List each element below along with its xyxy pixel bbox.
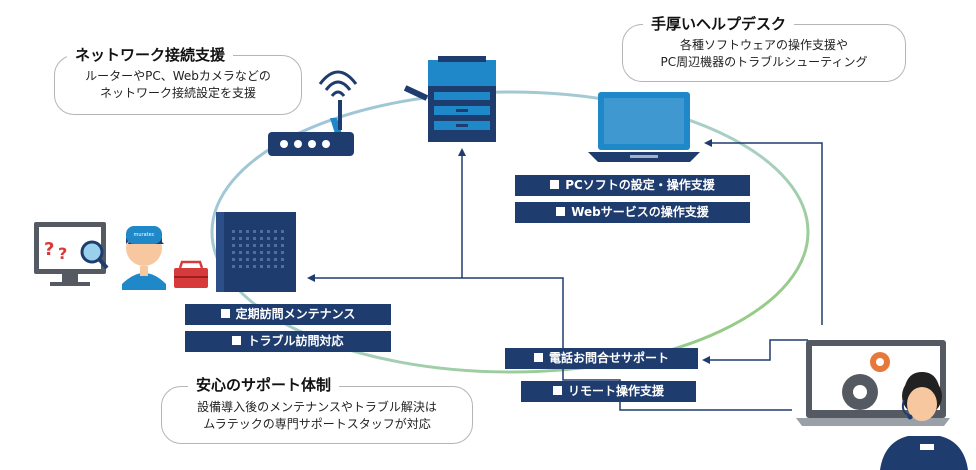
- server-vent: [253, 258, 256, 261]
- server-vent: [281, 258, 284, 261]
- server-vent: [239, 244, 242, 247]
- square-bullet-icon: [533, 353, 543, 362]
- server-vent: [239, 258, 242, 261]
- network-support-box: ルーターやPC、Webカメラなどの ネットワーク接続設定を支援: [54, 55, 302, 115]
- server-vent: [260, 244, 263, 247]
- server-vent: [253, 230, 256, 233]
- helpdesk-line1: 各種ソフトウェアの操作支援や: [679, 38, 848, 52]
- server-vent: [274, 244, 277, 247]
- server-vent: [281, 237, 284, 240]
- server-icon: [216, 212, 296, 292]
- server-vent: [246, 265, 249, 268]
- server-vent: [246, 230, 249, 233]
- server-vent: [267, 230, 270, 233]
- cap-logo-text: muratec: [134, 232, 155, 238]
- tag-pc-software: PCソフトの設定・操作支援: [515, 175, 750, 196]
- tag-remote-support: リモート操作支援: [521, 381, 696, 402]
- network-support-line1: ルーターやPC、Webカメラなどの: [85, 69, 271, 83]
- server-vent: [232, 258, 235, 261]
- server-vent: [281, 265, 284, 268]
- server-vent: [267, 265, 270, 268]
- server-vent: [239, 251, 242, 254]
- tag-web-service-label: Webサービスの操作支援: [571, 205, 709, 219]
- support-ring: [210, 90, 810, 374]
- server-vent: [232, 244, 235, 247]
- server-vent: [232, 251, 235, 254]
- server-vent: [253, 251, 256, 254]
- square-bullet-icon: [550, 180, 560, 189]
- support-arrows: [307, 139, 823, 411]
- server-vent: [267, 251, 270, 254]
- peace-of-mind-line2: ムラテックの専門サポートスタッフが対応: [203, 417, 431, 431]
- server-vent: [246, 258, 249, 261]
- server-vent: [253, 265, 256, 268]
- technician-icon: muratec: [122, 226, 166, 290]
- tag-maintenance-label: 定期訪問メンテナンス: [235, 307, 356, 321]
- tag-pc-software-label: PCソフトの設定・操作支援: [565, 178, 715, 192]
- server-vent: [267, 258, 270, 261]
- server-vent: [232, 237, 235, 240]
- server-vent: [274, 265, 277, 268]
- svg-text:?: ?: [58, 244, 67, 263]
- server-vent: [260, 258, 263, 261]
- tag-phone-support-label: 電話お問合せサポート: [548, 351, 669, 365]
- server-vent: [281, 230, 284, 233]
- server-vent: [232, 230, 235, 233]
- server-vent: [281, 244, 284, 247]
- server-vent: [260, 230, 263, 233]
- square-bullet-icon: [220, 309, 230, 318]
- tag-web-service: Webサービスの操作支援: [515, 202, 750, 223]
- square-bullet-icon: [232, 336, 242, 345]
- laptop-icon: [588, 92, 700, 162]
- square-bullet-icon: [556, 207, 566, 216]
- server-vent: [260, 251, 263, 254]
- network-support-line2: ネットワーク接続設定を支援: [99, 86, 256, 100]
- tag-trouble-visit: トラブル訪問対応: [185, 331, 391, 352]
- server-vent: [239, 230, 242, 233]
- router-icon: [268, 70, 358, 156]
- server-vent: [253, 244, 256, 247]
- server-vent: [274, 237, 277, 240]
- server-vent: [239, 265, 242, 268]
- helpdesk-line2: PC周辺機器のトラブルシューティング: [660, 55, 868, 69]
- server-vent: [232, 265, 235, 268]
- server-vent: [260, 237, 263, 240]
- server-vent: [274, 230, 277, 233]
- server-vent: [274, 251, 277, 254]
- server-vent: [246, 237, 249, 240]
- server-vent: [239, 237, 242, 240]
- tag-maintenance: 定期訪問メンテナンス: [185, 304, 391, 325]
- server-vent: [267, 244, 270, 247]
- server-vent: [260, 265, 263, 268]
- network-support-title: ネットワーク接続支援: [67, 44, 234, 65]
- peace-of-mind-box: 設備導入後のメンテナンスやトラブル解決は ムラテックの専門サポートスタッフが対応: [161, 386, 473, 444]
- peace-of-mind-title: 安心のサポート体制: [188, 374, 340, 395]
- square-bullet-icon: [552, 386, 562, 395]
- helpdesk-title: 手厚いヘルプデスク: [643, 13, 795, 34]
- server-vent: [246, 244, 249, 247]
- svg-text:?: ?: [44, 239, 54, 260]
- printer-icon: [403, 56, 496, 142]
- server-vent: [246, 251, 249, 254]
- peace-of-mind-line1: 設備導入後のメンテナンスやトラブル解決は: [197, 400, 437, 414]
- server-vent: [253, 237, 256, 240]
- tag-phone-support: 電話お問合せサポート: [505, 348, 698, 369]
- tag-remote-support-label: リモート操作支援: [567, 384, 664, 398]
- operator-icon: [796, 340, 968, 470]
- server-vent: [267, 237, 270, 240]
- server-vent: [274, 258, 277, 261]
- monitor-question-icon: ? ?: [34, 222, 109, 286]
- toolbox-icon: [174, 260, 208, 288]
- server-vent: [281, 251, 284, 254]
- tag-trouble-visit-label: トラブル訪問対応: [247, 334, 344, 348]
